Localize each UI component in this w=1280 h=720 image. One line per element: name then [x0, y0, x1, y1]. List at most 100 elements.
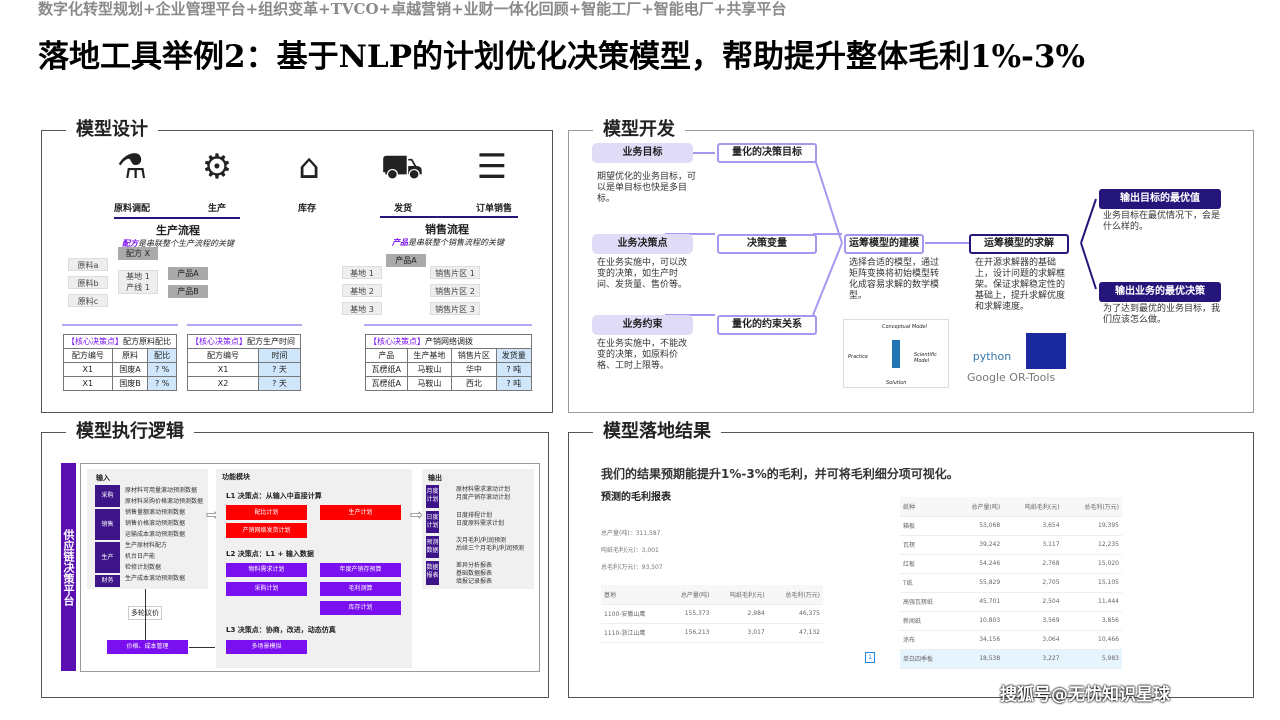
warehouse-icon: ⌂ — [298, 147, 320, 187]
step-label: 发货 — [394, 204, 413, 214]
function-block: 功能模块 L1 决策点：从输入中直接计算 配比计划 生产计划 产销网络发货计划 … — [216, 469, 412, 668]
material-box: 原料a — [68, 258, 108, 271]
table-cell: T纸 — [900, 573, 953, 593]
platform-label: 供应链决策平台 — [61, 463, 76, 671]
table-cell: 2,768 — [1003, 554, 1063, 574]
optimal-value-box: 输出目标的最优值 — [1099, 189, 1221, 209]
step-label: 库存 — [298, 204, 317, 214]
base-box: 基地 3 — [342, 302, 382, 315]
table-cell: 涂布 — [900, 630, 953, 650]
desc: 在业务实施中，可以改变的决策，如生产时间、发货量、售价等。 — [597, 258, 688, 290]
table-cell: 45,701 — [952, 592, 1004, 612]
table-cell: 10,466 — [1062, 630, 1122, 650]
table-cell: 53,068 — [952, 516, 1004, 536]
table-cell: 18,538 — [952, 649, 1004, 669]
desc: 选择合适的模型，通过矩阵变换将初始模型转化成容易求解的数学模型。 — [849, 258, 940, 301]
table-cell: 39,242 — [952, 535, 1004, 555]
python-logo: python — [972, 350, 1012, 363]
product-box: 产品B — [168, 285, 208, 298]
table-cell: 3,654 — [1003, 516, 1063, 536]
pagination-page-1[interactable]: 1 — [865, 652, 875, 663]
base-box: 基地 2 — [342, 284, 382, 297]
panel-title: 模型执行逻辑 — [66, 421, 194, 443]
material-box: 原料c — [68, 294, 108, 307]
solver-logo — [1026, 333, 1066, 369]
result-headline: 我们的结果预期能提升1%-3%的毛利，并可将毛利细分项可视化。 — [601, 467, 959, 481]
step-label: 生产 — [208, 204, 227, 214]
table-cell: 3,064 — [1003, 630, 1063, 650]
recipe-box: 配方 X — [118, 247, 158, 260]
table-cell: 单白四季板 — [900, 649, 953, 669]
summary-margin: 吨纸毛利(元)：3,001 — [601, 547, 659, 554]
table-cell: 2,504 — [1003, 592, 1063, 612]
table-cell: 19,395 — [1062, 516, 1122, 536]
region-box: 销售片区 1 — [430, 266, 480, 279]
table-cell: 3,227 — [1003, 649, 1063, 669]
ortools-logo: Google OR-Tools — [967, 371, 1056, 384]
key-text: 是串联整个销售流程的关键 — [408, 238, 504, 247]
core-label: 【核心决策点】 — [67, 337, 123, 346]
base-line-box: 基地 1 产线 1 — [118, 270, 158, 294]
desc: 期望优化的业务目标，可以是单目标也快是多目标。 — [597, 172, 697, 204]
biz-constraint-label: 业务约束 — [592, 315, 693, 335]
table-cell: 新闻纸 — [900, 611, 953, 631]
production-flow-title: 生产流程 — [156, 224, 200, 237]
desc: 为了达到最优的业务目标，我们应该怎么做。 — [1103, 304, 1221, 325]
table-cell: 5,983 — [1062, 649, 1122, 669]
step-label: 原料调配 — [114, 204, 151, 214]
key-em: 产品 — [392, 238, 408, 247]
table-cell: 54,246 — [952, 554, 1004, 574]
table-cell: 3,117 — [1003, 535, 1063, 555]
summary-total: 总毛利(万元)：93,507 — [601, 564, 663, 571]
key-em: 配方 — [122, 239, 138, 248]
constraint-box: 量化的约束关系 — [717, 315, 817, 335]
table-cell: 3,569 — [1003, 611, 1063, 631]
results-panel: 模型落地结果 我们的结果预期能提升1%-3%的毛利，并可将毛利细分项可视化。 预… — [568, 421, 1254, 698]
table-cell: 3,856 — [1062, 611, 1122, 631]
base-box: 基地 1 — [342, 266, 382, 279]
robot-arm-icon: ⚙ — [201, 147, 233, 187]
model-build-box: 运筹模型的建模 — [844, 234, 924, 254]
price-cost-box: 价格、成本管理 — [107, 640, 188, 654]
desc: 在开源求解器的基础上，设计问题的求解框架。保证求解稳定性的基础上，提升求解优度和… — [975, 258, 1066, 312]
decision-var-box: 决策变量 — [717, 234, 817, 254]
table-cell: 55,829 — [952, 573, 1004, 593]
output-block: 输出 月度计划 日度计划 预测数据 数据报表 原材料需求滚动计划月度产销存滚动计… — [422, 469, 534, 589]
panel-title: 模型开发 — [593, 119, 685, 141]
desc: 业务目标在最优情况下，会是什么样的。 — [1103, 211, 1221, 232]
material-box: 原料b — [68, 276, 108, 289]
step-label: 订单销售 — [476, 204, 513, 214]
exec-logic-panel: 模型执行逻辑 供应链决策平台 输入 采购 销售 生产 财务 原材料可用量滚动预测… — [41, 421, 549, 698]
region-box: 销售片区 3 — [430, 302, 480, 315]
panel-title: 模型落地结果 — [593, 421, 721, 443]
model-dev-panel: 模型开发 业务目标 量化的决策目标 期望优化的业务目标，可以是单目标也快是多目标… — [568, 119, 1254, 413]
quantified-goal-box: 量化的决策目标 — [717, 143, 817, 163]
time-table: 【核心决策点】配方生产时间 配方编号时间 X1? 天 X2? 天 — [186, 334, 301, 391]
table-cell: 11,444 — [1062, 592, 1122, 612]
panel-title: 模型设计 — [66, 119, 158, 141]
table-cell: 瓦楞 — [900, 535, 953, 555]
report-title: 预测的毛利报表 — [601, 492, 671, 503]
table-cell: 高强瓦楞纸 — [900, 592, 953, 612]
optimal-decision-box: 输出业务的最优决策 — [1099, 282, 1221, 302]
mixer-icon: ⚗ — [116, 147, 148, 187]
table-cell: 34,156 — [952, 630, 1004, 650]
header-breadcrumb: 数字化转型规划+企业管理平台+组织变革+TVCO+卓越营销+业财一体化回顾+智能… — [38, 0, 787, 18]
page-title: 落地工具举例2：基于NLP的计划优化决策模型，帮助提升整体毛利1%-3% — [38, 39, 1085, 75]
biz-decision-label: 业务决策点 — [592, 234, 693, 254]
table-cell: 10,803 — [952, 611, 1004, 631]
product-box: 产品A — [168, 267, 208, 280]
summary-output: 总产量(吨)：311,587 — [601, 530, 661, 537]
table-cell: 12,235 — [1062, 535, 1122, 555]
